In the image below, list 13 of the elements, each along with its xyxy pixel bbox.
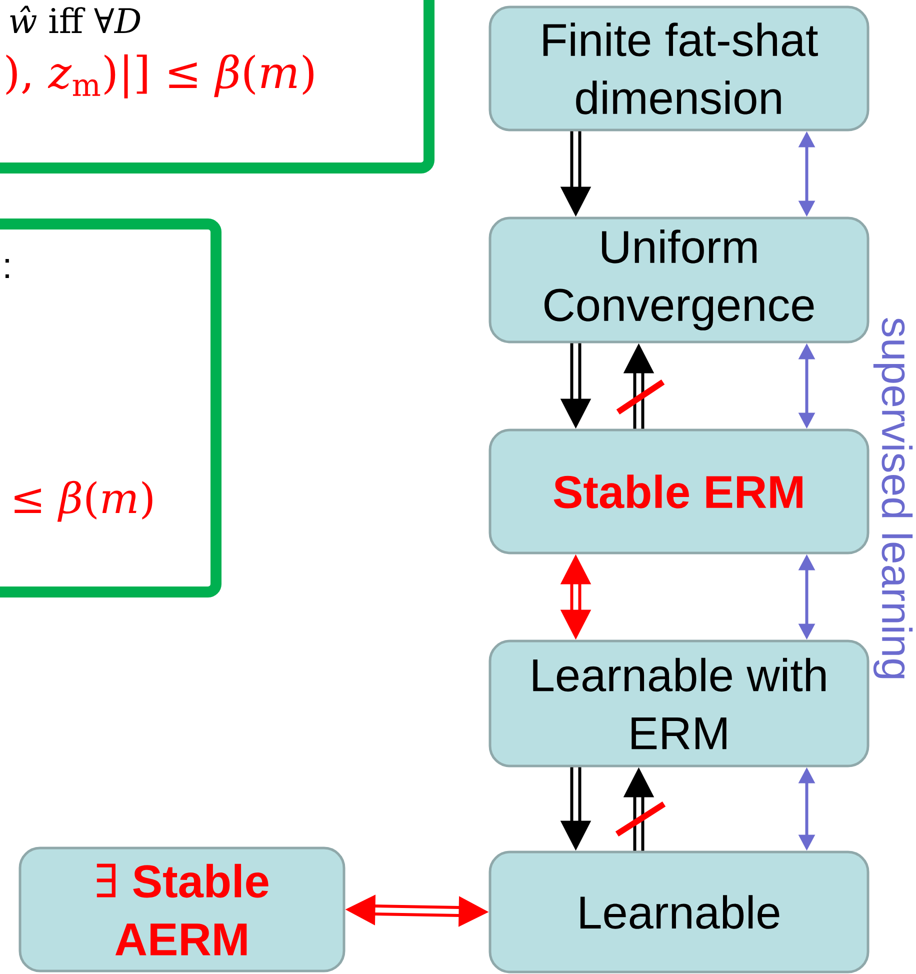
formula-frame [0,218,222,598]
formula-text: : [6,258,9,278]
formula-text: ), z$_{m}$)|] ≤ β(m) [6,54,314,98]
concept-box: Uniform Convergence [488,216,870,344]
side-label: supervised learning [873,318,913,678]
formula-text: ŵ iff ∀D [10,6,140,33]
concept-box: Learnable [488,850,870,974]
formula-text: ≤ β(m) [14,480,152,522]
concept-box: Learnable with ERM [488,640,870,768]
concept-box: ∃ Stable AERM [18,846,346,972]
concept-box: Stable ERM [488,428,870,554]
formula-frame [0,0,434,174]
concept-box: Finite fat-shat dimension [488,6,870,132]
